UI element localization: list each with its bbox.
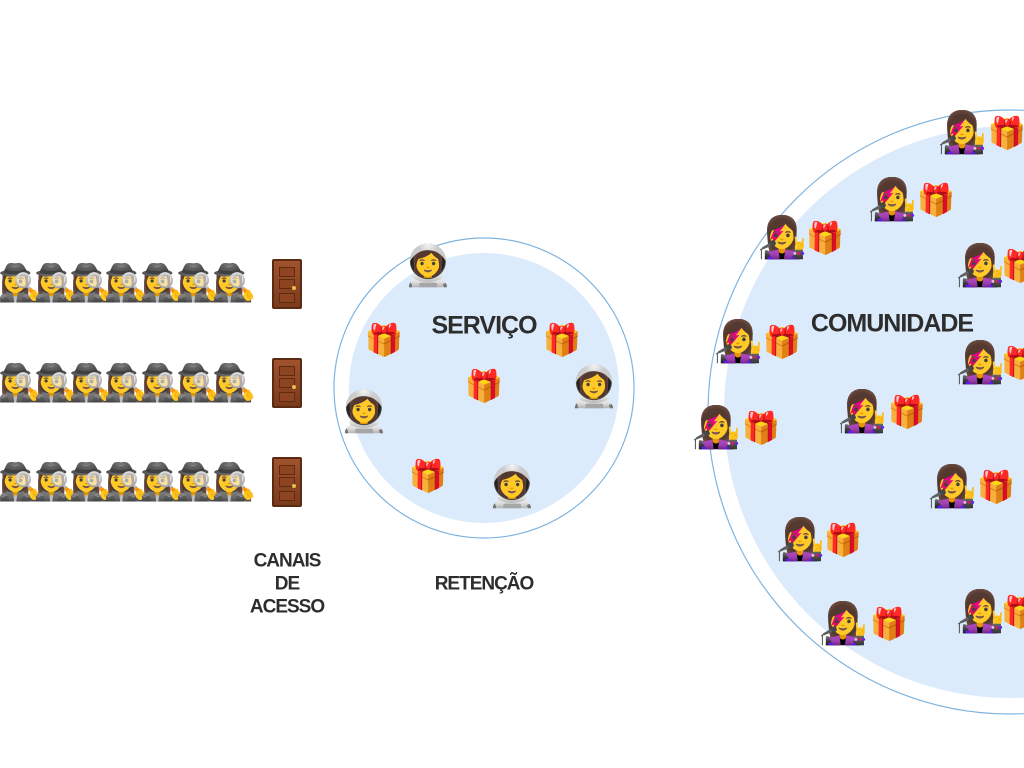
singer-icon: 👩‍🎤 <box>775 516 825 563</box>
astronaut-icon: 👩‍🚀 <box>339 388 389 435</box>
gift-icon: 🎁 <box>887 393 927 431</box>
detective-icon: 🕵‍♀ <box>211 362 257 404</box>
detective-icon: 🕵‍♀ <box>68 461 114 503</box>
gift-icon: 🎁 <box>408 457 448 495</box>
astronaut-icon: 👩‍🚀 <box>487 463 537 510</box>
door-icon <box>272 259 302 309</box>
singer-icon: 👩‍🎤 <box>927 463 977 510</box>
door-icon <box>272 358 302 408</box>
detective-icon: 🕵‍♀ <box>139 262 185 304</box>
detective-icon: 🕵‍♀ <box>0 262 43 304</box>
singer-icon: 👩‍🎤 <box>757 214 807 261</box>
singer-icon: 👩‍🎤 <box>818 600 868 647</box>
gift-icon: 🎁 <box>1000 344 1024 382</box>
servico-label: SERVIÇO <box>431 311 537 340</box>
singer-icon: 👩‍🎤 <box>867 176 917 223</box>
gift-icon: 🎁 <box>987 114 1024 152</box>
servico-circle <box>349 253 619 523</box>
singer-icon: 👩‍🎤 <box>955 339 1005 386</box>
detective-icon: 🕵‍♀ <box>103 262 149 304</box>
gift-icon: 🎁 <box>976 468 1016 506</box>
singer-icon: 👩‍🎤 <box>713 318 763 365</box>
comunidade-label: COMUNIDADE <box>810 309 974 338</box>
detective-icon: 🕵‍♀ <box>33 362 79 404</box>
detective-icon: 🕵‍♀ <box>139 362 185 404</box>
detective-icon: 🕵‍♀ <box>175 362 221 404</box>
comunidade-outer-ring <box>707 109 1024 715</box>
detective-icon: 🕵‍♀ <box>68 362 114 404</box>
detective-icon: 🕵‍♀ <box>211 461 257 503</box>
detective-icon: 🕵‍♀ <box>175 262 221 304</box>
gift-icon: 🎁 <box>464 367 504 405</box>
canais-label-line: ACESSO <box>249 596 325 618</box>
detective-icon: 🕵‍♀ <box>0 362 43 404</box>
gift-icon: 🎁 <box>869 605 909 643</box>
retencao-label: RETENÇÃO <box>434 573 535 595</box>
gift-icon: 🎁 <box>823 521 863 559</box>
detective-icon: 🕵‍♀ <box>103 461 149 503</box>
astronaut-icon: 👩‍🚀 <box>569 363 619 410</box>
detective-icon: 🕵‍♀ <box>211 262 257 304</box>
canais-de-acesso-label: CANAIS DE ACESSO <box>249 550 325 619</box>
gift-icon: 🎁 <box>916 181 956 219</box>
detective-icon: 🕵‍♀ <box>33 461 79 503</box>
door-icon <box>272 457 302 507</box>
singer-icon: 👩‍🎤 <box>937 109 987 156</box>
singer-icon: 👩‍🎤 <box>837 388 887 435</box>
gift-icon: 🎁 <box>1000 247 1024 285</box>
canais-label-line: DE <box>274 573 300 595</box>
gift-icon: 🎁 <box>542 321 582 359</box>
singer-icon: 👩‍🎤 <box>691 404 741 451</box>
detective-icon: 🕵‍♀ <box>139 461 185 503</box>
singer-icon: 👩‍🎤 <box>955 242 1005 289</box>
gift-icon: 🎁 <box>1000 593 1024 631</box>
detective-icon: 🕵‍♀ <box>0 461 43 503</box>
detective-icon: 🕵‍♀ <box>103 362 149 404</box>
canais-label-line: CANAIS <box>253 550 322 572</box>
comunidade-circle <box>724 126 1024 698</box>
detective-icon: 🕵‍♀ <box>68 262 114 304</box>
detective-icon: 🕵‍♀ <box>175 461 221 503</box>
servico-outer-ring <box>333 237 635 539</box>
gift-icon: 🎁 <box>762 323 802 361</box>
gift-icon: 🎁 <box>364 321 404 359</box>
detective-icon: 🕵‍♀ <box>33 262 79 304</box>
gift-icon: 🎁 <box>805 219 845 257</box>
astronaut-icon: 👩‍🚀 <box>403 242 453 289</box>
gift-icon: 🎁 <box>741 409 781 447</box>
singer-icon: 👩‍🎤 <box>955 588 1005 635</box>
